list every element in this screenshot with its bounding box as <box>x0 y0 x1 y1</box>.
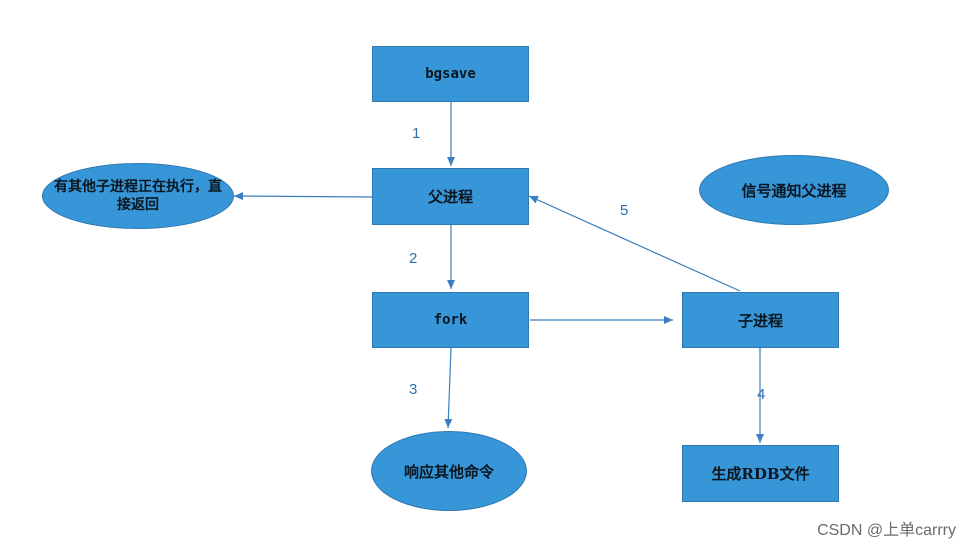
bgsave-node: bgsave <box>372 46 529 102</box>
arrow-parent-to-busy <box>233 192 373 201</box>
step-label-4: 4 <box>757 386 766 403</box>
generate-rdb-node: 生成RDB文件 <box>682 445 839 502</box>
signal-parent-ellipse: 信号通知父进程 <box>699 155 889 225</box>
child-process-node: 子进程 <box>682 292 839 348</box>
parent-process-node: 父进程 <box>372 168 529 225</box>
arrow-child-to-parent <box>528 195 741 292</box>
step-label-2: 2 <box>409 250 418 267</box>
step-label-3: 3 <box>409 381 418 398</box>
arrow-fork-to-respond <box>444 347 453 429</box>
busy-return-ellipse: 有其他子进程正在执行，直接返回 <box>42 163 234 229</box>
watermark: CSDN @上单carrry <box>817 522 956 539</box>
step-label-5: 5 <box>620 202 629 219</box>
respond-other-commands-ellipse: 响应其他命令 <box>371 431 527 511</box>
fork-node: fork <box>372 292 529 348</box>
step-label-1: 1 <box>412 125 421 142</box>
